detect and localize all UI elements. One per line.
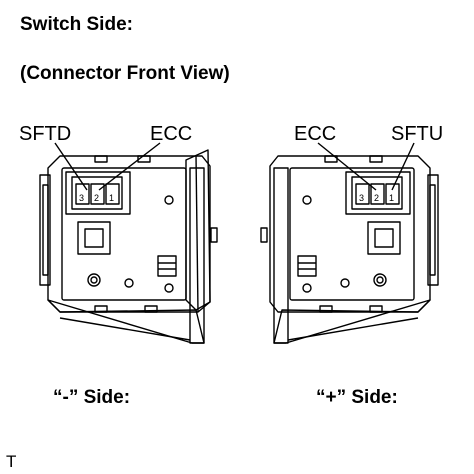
page-title: Switch Side:: [20, 14, 133, 35]
corner-tag: T: [6, 452, 17, 471]
page-subtitle: (Connector Front View): [20, 63, 230, 84]
right-switch-body: [260, 142, 439, 344]
right-pin-2: 2: [374, 193, 379, 203]
left-switch-body: [39, 142, 218, 344]
right-label-ecc: ECC: [294, 123, 337, 145]
left-side-caption: “-” Side:: [53, 387, 131, 408]
left-pin-1: 1: [109, 193, 114, 203]
right-pin-1: 1: [389, 193, 394, 203]
right-side-caption: “+” Side:: [316, 387, 398, 408]
left-label-ecc: ECC: [150, 123, 193, 145]
right-pin-3: 3: [359, 193, 364, 203]
left-pin-2: 2: [94, 193, 99, 203]
right-label-sftu: SFTU: [391, 123, 444, 145]
left-pin-3: 3: [79, 193, 84, 203]
left-label-sftd: SFTD: [19, 123, 72, 145]
